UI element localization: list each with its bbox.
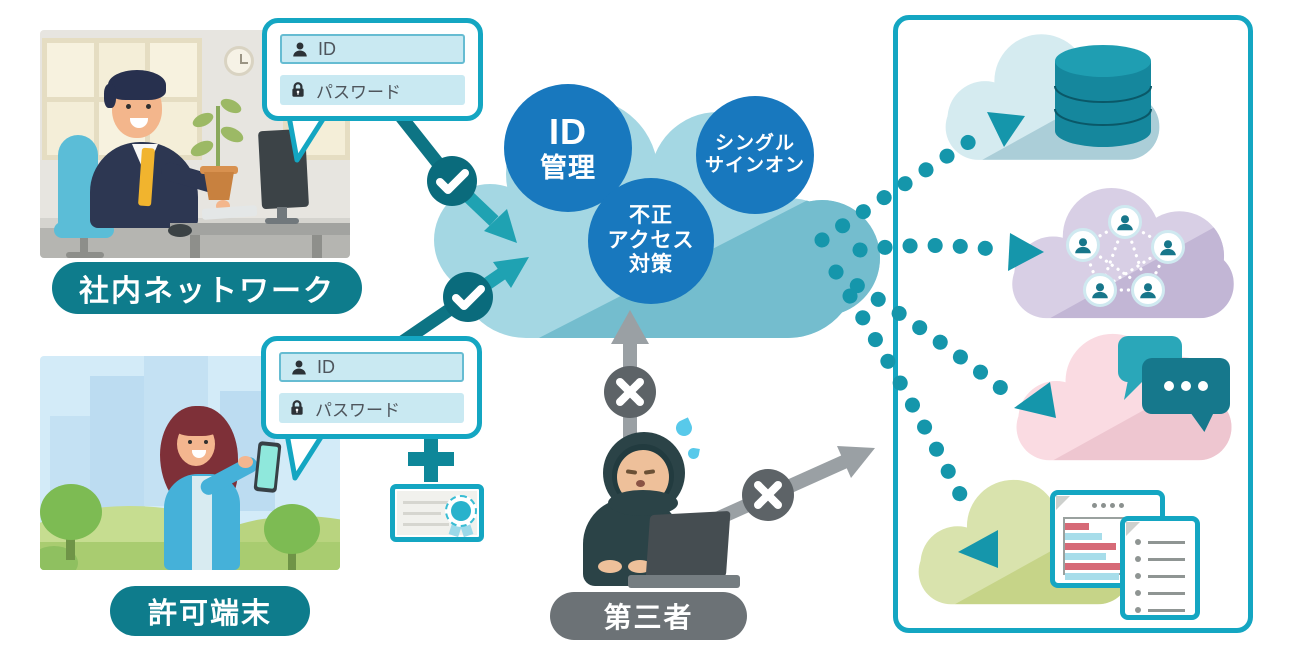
sweat-drop xyxy=(687,447,700,460)
tree xyxy=(288,550,296,570)
certificate-icon xyxy=(390,484,484,542)
third-party-label: 第三者 xyxy=(550,592,747,640)
park-scene xyxy=(40,356,340,570)
function-circle-unauthorized-access: 不正 アクセス 対策 xyxy=(588,178,714,304)
x-icon xyxy=(742,469,794,521)
tree xyxy=(264,504,320,554)
user-network-cloud xyxy=(1012,187,1234,319)
user-avatar-icon xyxy=(1151,230,1185,264)
tree xyxy=(40,484,102,540)
password-field-label: パスワード xyxy=(315,400,400,420)
laptop xyxy=(645,510,731,582)
id-field-label: ID xyxy=(317,356,335,377)
person-icon xyxy=(293,42,307,57)
function-circle-id-management: ID 管理 xyxy=(504,84,632,212)
password-field: パスワード xyxy=(280,75,465,105)
user-avatar-icon xyxy=(1066,228,1100,262)
lock-icon xyxy=(291,400,303,415)
function-circle-single-sign-on: シングル サインオン xyxy=(696,96,814,214)
tree xyxy=(66,534,75,560)
x-icon xyxy=(604,366,656,418)
mouse xyxy=(168,224,192,237)
laptop-base xyxy=(628,575,740,588)
id-field: ID xyxy=(279,352,464,382)
user-avatar-icon xyxy=(1083,273,1117,307)
list-document-icon xyxy=(1120,516,1200,620)
credential-bubble-office: ID パスワード xyxy=(262,18,483,121)
credential-bubble-device: ID パスワード xyxy=(261,336,482,439)
authorized-device-label: 許可端末 xyxy=(110,586,310,636)
plus-icon xyxy=(408,436,454,482)
id-field-label: ID xyxy=(318,38,336,59)
sweat-drop xyxy=(673,417,695,439)
user-avatar-icon xyxy=(1131,273,1165,307)
password-field-label: パスワード xyxy=(316,82,401,102)
wall-clock-icon xyxy=(224,46,254,76)
database-icon xyxy=(1054,45,1152,147)
password-field: パスワード xyxy=(279,393,464,423)
internal-network-label: 社内ネットワーク xyxy=(52,262,362,314)
lock-icon xyxy=(292,82,304,97)
id-field: ID xyxy=(280,34,465,64)
user-avatar-icon xyxy=(1108,205,1142,239)
person-icon xyxy=(292,360,306,375)
